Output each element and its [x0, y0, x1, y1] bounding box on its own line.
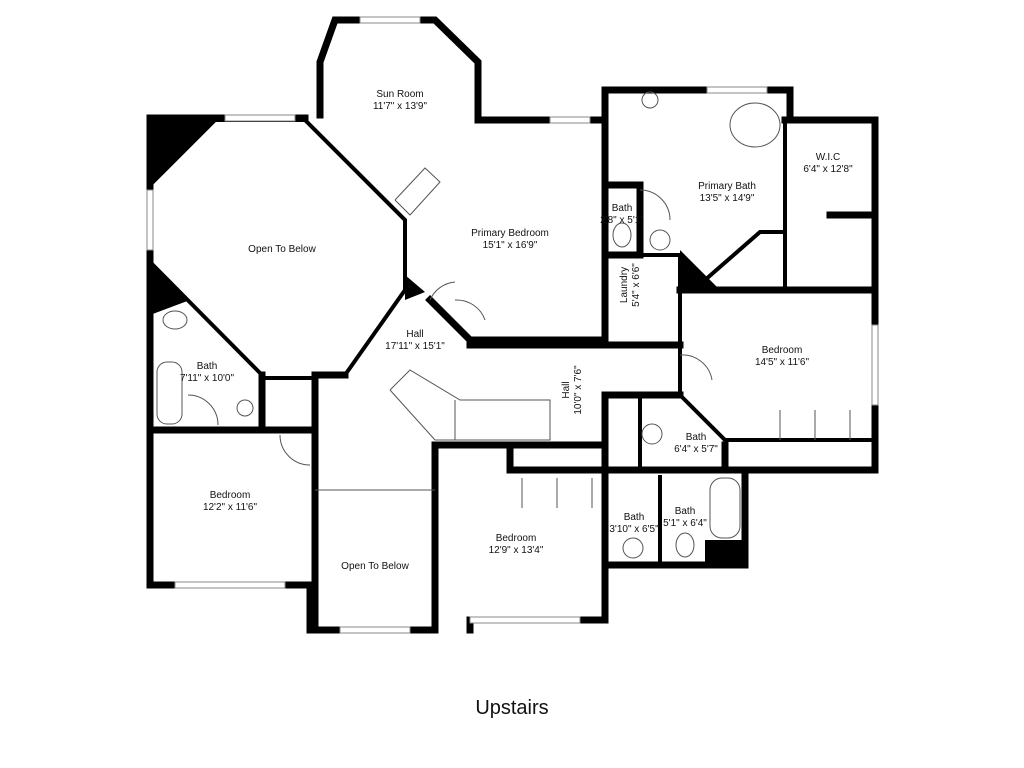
room-dims-bath-b: 5'1" x 6'4" — [663, 518, 707, 529]
room-name-bath-left: Bath — [197, 361, 218, 372]
room-name-bedroom-center: Bedroom — [496, 533, 537, 544]
toilet — [162, 310, 188, 330]
room-dims-laundry: 5'4" x 6'6" — [631, 263, 642, 307]
room-dims-bath-left: 7'11" x 10'0" — [180, 373, 235, 384]
room-dims-bedroom-left: 12'2" x 11'6" — [203, 502, 258, 513]
room-name-open-to-below: Open To Below — [248, 244, 316, 255]
room-name-bath-mid: Bath — [686, 432, 707, 443]
staircase — [389, 369, 551, 441]
room-name-bath-b: Bath — [675, 506, 696, 517]
floor-title: Upstairs — [475, 697, 549, 719]
room-name-laundry: Laundry — [619, 267, 630, 303]
room-dims-bedroom-right: 14'5" x 11'6" — [755, 357, 810, 368]
room-labels: Sun Room 11'7" x 13'9" Open To Below Pri… — [180, 89, 853, 572]
stair-sunroom — [394, 167, 441, 216]
windows — [146, 16, 879, 634]
room-dims-wic: 6'4" x 12'8" — [803, 164, 853, 175]
room-name-open-to-below-2: Open To Below — [341, 561, 409, 572]
room-name-bedroom-left: Bedroom — [210, 490, 251, 501]
room-name-sun-room: Sun Room — [376, 89, 423, 100]
bathtub — [709, 477, 741, 539]
room-dims-bedroom-center: 12'9" x 13'4" — [489, 545, 544, 556]
room-dims-hall: 17'11" x 15'1" — [385, 341, 445, 352]
room-dims-sun-room: 11'7" x 13'9" — [373, 101, 428, 112]
sink — [649, 229, 671, 251]
sink — [622, 537, 644, 559]
fixtures — [156, 91, 851, 559]
walls — [146, 16, 879, 634]
room-name-bath-a: Bath — [624, 512, 645, 523]
room-dims-primary-bedroom: 15'1" x 16'9" — [483, 240, 538, 251]
sink — [641, 423, 663, 445]
room-name-bath-small: Bath — [612, 203, 633, 214]
room-name-hall: Hall — [406, 329, 423, 340]
sink — [641, 91, 659, 109]
bathtub — [156, 361, 183, 425]
room-dims-hall-2: 10'0" x 7'6" — [573, 365, 584, 415]
floor-plan: Sun Room 11'7" x 13'9" Open To Below Pri… — [146, 16, 879, 634]
bathtub — [729, 102, 781, 148]
toilet — [675, 532, 695, 558]
sink — [236, 399, 254, 417]
room-name-primary-bedroom: Primary Bedroom — [471, 228, 549, 239]
toilet — [612, 222, 632, 248]
room-dims-bath-small: 2'8" x 5'1" — [600, 215, 644, 226]
room-name-bedroom-right: Bedroom — [762, 345, 803, 356]
room-dims-bath-mid: 6'4" x 5'7" — [674, 444, 718, 455]
room-dims-bath-a: 3'10" x 6'5" — [609, 524, 659, 535]
room-dims-primary-bath: 13'5" x 14'9" — [700, 193, 755, 204]
room-name-primary-bath: Primary Bath — [698, 181, 756, 192]
room-name-hall-2: Hall — [561, 381, 572, 398]
room-name-wic: W.I.C — [816, 152, 840, 163]
